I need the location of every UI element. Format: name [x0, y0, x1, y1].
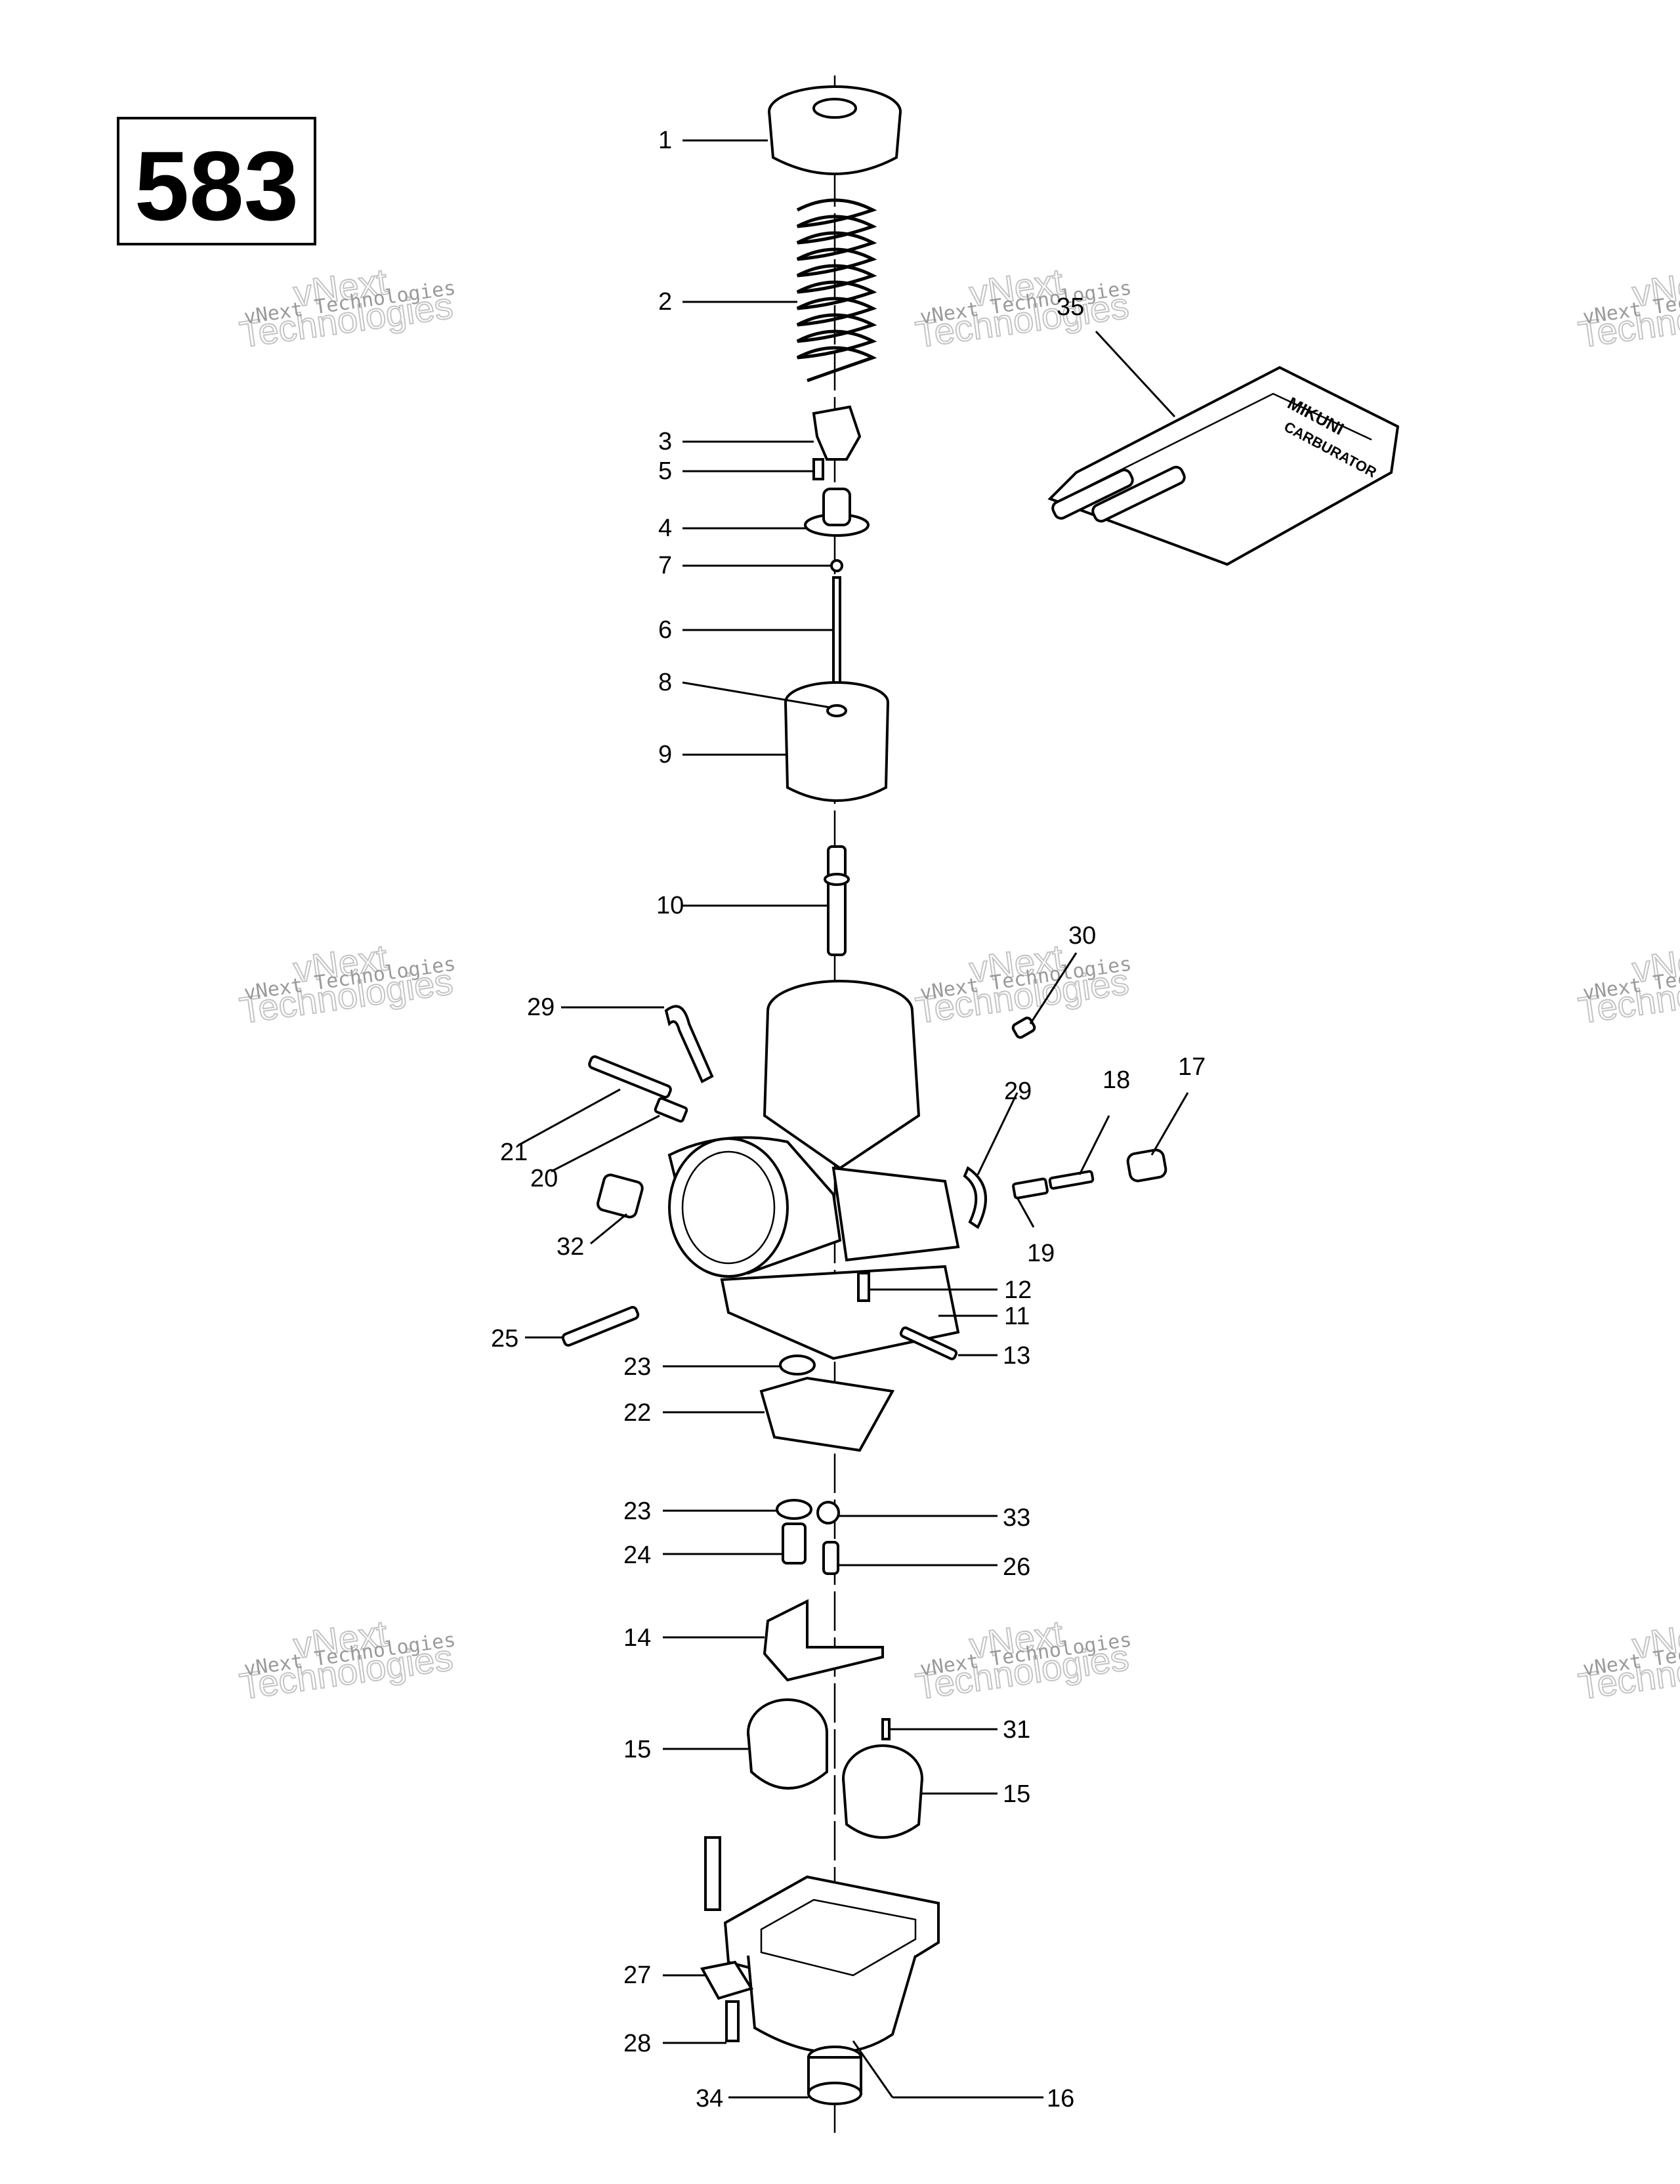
clip-part [804, 488, 870, 537]
callout-label: 5 [658, 457, 672, 485]
washer-part [779, 1354, 816, 1376]
cap-part [768, 85, 902, 175]
callout-label: 15 [1003, 1780, 1030, 1808]
callout-label: 10 [656, 892, 684, 919]
needle-plate-part [812, 405, 862, 461]
main-jet-part [782, 1522, 807, 1564]
callout-label: 24 [623, 1542, 651, 1569]
bracket-part [700, 1960, 754, 2000]
callout-label: 12 [1004, 1276, 1032, 1304]
screw-part [561, 1305, 640, 1347]
pipe-part [963, 1166, 987, 1229]
callout-label: 17 [1178, 1053, 1206, 1081]
jet-needle-part [832, 576, 841, 684]
plug-part [1011, 1017, 1036, 1039]
throttle-valve-part [784, 681, 889, 802]
tool-kit-part: MIKUNI CARBURATOR [1047, 366, 1400, 566]
callout-label: 32 [556, 1233, 584, 1261]
callout-label: 31 [1003, 1716, 1030, 1744]
callout-label: 23 [623, 1353, 651, 1381]
float-pin-part [881, 1718, 891, 1740]
needle-jet-part [824, 845, 850, 956]
screw-part [812, 458, 824, 480]
callout-label: 34 [696, 2085, 723, 2112]
carburetor-body-part [667, 980, 960, 1360]
leader-lines [518, 139, 1189, 2099]
callout-label: 29 [527, 994, 555, 1021]
float-part [842, 1744, 923, 1839]
spring-part [654, 1097, 688, 1123]
spring-part [796, 198, 877, 383]
diagram-number-box: 583 [117, 117, 316, 245]
callout-label: 9 [658, 741, 672, 768]
callout-label: 26 [1003, 1553, 1030, 1581]
nut-part [816, 1501, 840, 1524]
callout-label: 25 [491, 1325, 518, 1353]
screw-part [588, 1055, 672, 1099]
e-ring-part [830, 559, 843, 572]
callout-label: 27 [623, 1962, 651, 1989]
callout-label: 19 [1027, 1240, 1055, 1267]
callout-label: 2 [658, 288, 672, 316]
drain-plug-part [807, 2046, 862, 2105]
callout-label: 18 [1102, 1066, 1130, 1094]
callout-label: 15 [623, 1736, 651, 1763]
screw-part [725, 2000, 740, 2042]
callouts: 1 2 3 5 4 7 6 8 9 10 29 30 21 20 29 18 1… [491, 127, 1206, 2112]
callout-label: 23 [623, 1498, 651, 1525]
float-part [747, 1698, 828, 1790]
callout-label: 33 [1003, 1504, 1030, 1532]
callout-label: 14 [623, 1624, 651, 1652]
callout-label: 8 [658, 669, 672, 696]
callout-label: 29 [1004, 1078, 1032, 1105]
watermarks: Technologies vNext vNext Technologies Te… [236, 260, 1680, 1708]
pipe-part [664, 1005, 714, 1083]
callout-label: 6 [658, 616, 672, 644]
callout-label: 16 [1047, 2085, 1074, 2112]
tube-part [704, 1836, 721, 1911]
washer-part [776, 1499, 812, 1520]
callout-label: 1 [658, 127, 672, 154]
pilot-jet-part [822, 1541, 839, 1575]
callout-label: 13 [1003, 1342, 1030, 1370]
float-arm-part [763, 1599, 884, 1682]
sleeve-part [597, 1173, 644, 1219]
spring-part [1012, 1177, 1049, 1200]
callout-label: 7 [658, 552, 672, 579]
pin-part [857, 1272, 870, 1302]
float-bowl-part [723, 1875, 940, 2054]
callout-label: 11 [1004, 1303, 1030, 1330]
callout-label: 21 [500, 1139, 528, 1166]
cap-part [1126, 1148, 1167, 1183]
callout-label: 30 [1068, 922, 1096, 950]
callout-label: 35 [1057, 293, 1084, 321]
callout-label: 22 [623, 1399, 651, 1427]
callout-label: 20 [530, 1165, 558, 1192]
callout-label: 3 [658, 428, 672, 455]
callout-label: 28 [623, 2030, 651, 2057]
callout-label: 4 [658, 514, 672, 542]
diagram-number: 583 [135, 131, 299, 241]
screw-part [1048, 1170, 1095, 1190]
baffle-plate-part [759, 1376, 895, 1452]
part-drawings: MIKUNI CARBURATOR [561, 85, 1400, 2105]
screw-part [899, 1326, 958, 1360]
